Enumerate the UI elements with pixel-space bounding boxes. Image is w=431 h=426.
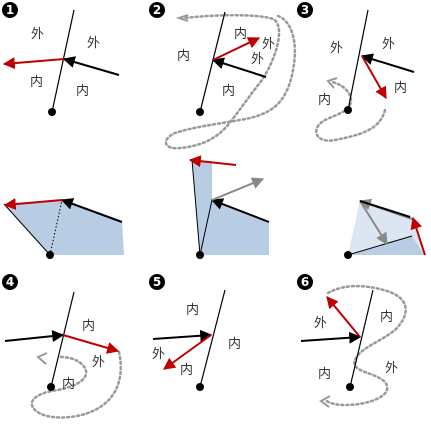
label-inside: 内 <box>318 92 331 108</box>
origin-point <box>196 108 204 116</box>
panel-number: 3 <box>301 3 309 17</box>
incoming-ray-arrow <box>62 56 120 76</box>
panel-1: 1 外 外 内 内 <box>2 2 120 116</box>
dotted-path <box>323 284 407 407</box>
region-figure-c <box>344 198 426 259</box>
label-inside: 内 <box>234 26 247 42</box>
panel-6: 6 外 内 外 内 <box>297 274 407 408</box>
incoming-ray-arrow <box>60 198 123 223</box>
label-inside: 内 <box>177 48 190 64</box>
panel-5: 5 内 内 外 内 <box>149 274 241 391</box>
gray-ray-arrow <box>359 200 388 246</box>
panel-2: 2 内 外 内 外 内 <box>149 2 297 150</box>
origin-point <box>196 251 204 259</box>
panel-number-badge <box>2 274 18 290</box>
panel-number: 5 <box>153 275 161 289</box>
label-outside: 外 <box>330 41 343 56</box>
label-outside: 外 <box>382 37 395 52</box>
panel-number: 2 <box>153 3 161 17</box>
incoming-ray-arrow <box>300 331 362 344</box>
label-outside: 外 <box>87 36 100 51</box>
origin-point <box>48 108 56 116</box>
result-ray-arrow <box>212 37 261 61</box>
panel-number-badge <box>149 274 165 290</box>
ray-segment <box>359 200 411 218</box>
panel-number: 4 <box>6 275 14 289</box>
incoming-ray-arrow <box>210 198 270 223</box>
label-outside: 外 <box>314 316 327 331</box>
panel-number: 1 <box>6 3 14 17</box>
origin-point <box>344 106 352 114</box>
dotted-path-arrowhead <box>175 14 189 22</box>
label-inside: 内 <box>186 302 199 318</box>
panel-number: 6 <box>301 275 309 289</box>
label-inside: 内 <box>380 309 393 325</box>
label-inside: 内 <box>30 74 43 90</box>
result-ray-arrow <box>163 334 212 370</box>
label-inside: 内 <box>180 362 193 378</box>
panel-number-badge <box>149 2 165 18</box>
panel-number-badge <box>297 274 313 290</box>
label-outside: 外 <box>31 27 44 42</box>
panel-number-badge <box>297 2 313 18</box>
label-outside: 外 <box>262 37 275 52</box>
boundary-line <box>347 235 413 256</box>
result-ray-arrow <box>326 296 361 338</box>
boundary-line <box>349 289 374 388</box>
label-inside: 内 <box>82 318 95 334</box>
result-ray-arrow <box>188 155 237 168</box>
dotted-path-arrowhead <box>36 352 48 365</box>
label-inside: 内 <box>318 366 331 382</box>
origin-point <box>344 251 352 259</box>
result-ray-arrow <box>2 57 65 70</box>
label-outside: 外 <box>152 347 165 362</box>
boundary-line <box>199 199 213 256</box>
result-ray-arrow <box>361 55 387 100</box>
label-inside: 内 <box>62 376 75 392</box>
panel-3: 3 外 外 内 内 <box>297 2 415 142</box>
label-inside: 内 <box>222 83 235 99</box>
filled-region <box>4 200 124 255</box>
region-edge <box>191 159 201 256</box>
panel-4: 4 内 外 内 <box>2 274 122 419</box>
label-outside: 外 <box>251 52 264 67</box>
boundary-line <box>199 289 226 388</box>
label-outside: 外 <box>385 361 398 376</box>
boundary-line <box>50 291 75 388</box>
dotted-path <box>30 350 122 419</box>
filled-region <box>192 162 269 255</box>
region-figure-a <box>3 198 124 259</box>
gray-ray-arrow <box>211 177 265 201</box>
incoming-ray-arrow <box>152 329 213 342</box>
result-ray-arrow <box>410 216 426 256</box>
dotted-path-arrowhead <box>326 77 338 89</box>
origin-point <box>196 383 204 391</box>
dotted-path <box>164 13 297 150</box>
boundary-line-dotted <box>49 199 63 256</box>
dotted-path <box>315 80 387 142</box>
dotted-path-arrowhead <box>319 395 331 408</box>
incoming-ray-arrow <box>211 57 267 78</box>
panel-number-badge <box>2 2 18 18</box>
filled-region <box>348 236 424 255</box>
origin-point <box>47 383 55 391</box>
incoming-ray-arrow <box>360 53 415 73</box>
result-ray-arrow <box>3 198 63 211</box>
label-inside: 内 <box>394 80 407 96</box>
region-figure-b <box>188 155 270 259</box>
label-inside: 内 <box>228 336 241 352</box>
boundary-line <box>347 9 369 111</box>
origin-point <box>46 251 54 259</box>
label-inside: 内 <box>76 83 89 99</box>
result-ray-arrow <box>62 334 120 354</box>
label-outside: 外 <box>92 355 105 370</box>
region-edge <box>3 203 51 256</box>
origin-point <box>346 383 354 391</box>
incoming-ray-arrow <box>4 330 65 343</box>
